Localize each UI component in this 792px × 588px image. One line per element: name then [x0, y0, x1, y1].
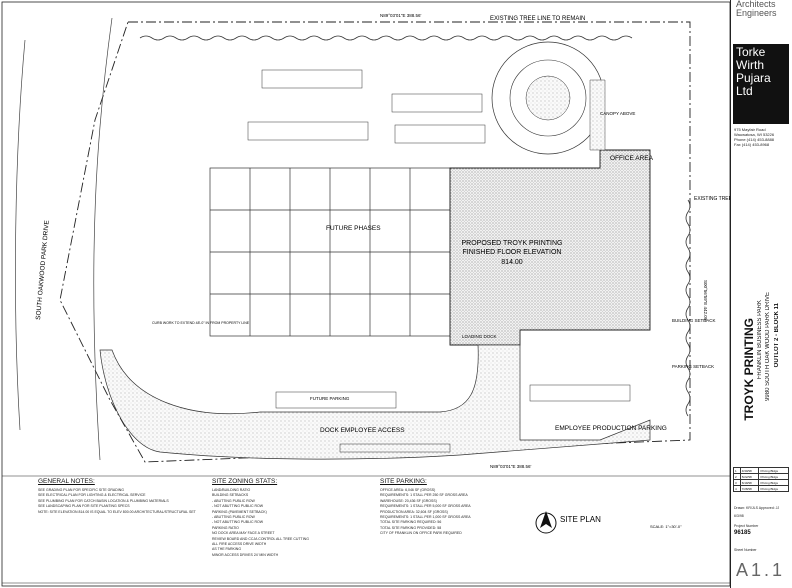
- future-phases-footprint: [209, 167, 451, 337]
- road-edge-west: [15, 39, 26, 431]
- general-notes-title: GENERAL NOTES:: [38, 478, 95, 485]
- list-item: REQUIREMENTS: 1 STALL PER 250 SF GROSS A…: [380, 493, 468, 498]
- address-line-1: 975 Mayfair Road: [734, 127, 766, 132]
- project-line-2: FRANKLIN BUSINESS PARK: [757, 300, 763, 380]
- label-office-area: OFFICE AREA: [610, 155, 654, 162]
- list-item: ALL FIRE ACCESS DRIVE WIDTH: [212, 542, 267, 547]
- list-item: BUILDING SETBACKS: [212, 493, 249, 498]
- firm-logo: Torke Wirth Pujara Ltd: [733, 44, 789, 124]
- list-item: LAND/BUILDING RATIO: [212, 488, 251, 492]
- project-line-4: OUTLOT 2 - BLOCK 11: [774, 303, 780, 368]
- list-item: - ABUTTING PUBLIC ROW: [212, 498, 255, 503]
- list-item: WAREHOUSE: 20,436 SF (GROSS): [380, 498, 437, 503]
- label-canopy-above: CANOPY ABOVE: [600, 111, 635, 116]
- label-dock-access: DOCK EMPLOYEE ACCESS: [320, 427, 405, 434]
- label-road-name: SOUTH OAKWOOD PARK DRIVE: [35, 219, 51, 320]
- firm-header: Architects Engineers: [736, 0, 792, 18]
- label-bearing-top: N89°03'01"E 388.56': [380, 13, 422, 18]
- list-item: REQUIREMENTS: 1 STALL PER 1,000 SF GROSS…: [380, 515, 471, 520]
- proposed-building: [449, 149, 651, 346]
- list-item: - NOT ABUTTING PUBLIC ROW: [212, 504, 264, 509]
- list-item: AS THE PARKING: [212, 547, 242, 552]
- list-item: REQUIREMENTS: 1 STALL PER 5,000 SF GROSS…: [380, 504, 471, 509]
- label-bearing-bottom: N89°03'01"E 388.56': [490, 464, 532, 469]
- list-item: MINOR ACCESS DRIVES 24' MIN WIDTH: [212, 552, 279, 557]
- label-proposed-building-1: PROPOSED TROYK PRINTING: [462, 240, 563, 247]
- canopy-island-inner: [525, 75, 571, 121]
- label-proposed-building-2: FINISHED FLOOR ELEVATION: [463, 249, 562, 256]
- sheet-number: A1.1: [736, 560, 786, 580]
- label-floor-elevation: 814.00: [501, 259, 523, 266]
- label-sidewalk-note: CURB WORK TO EXTEND 48'-0" IN FROM PROPE…: [152, 321, 250, 325]
- firm-header-line1: Architects: [736, 0, 776, 9]
- label-employee-parking: EMPLOYEE PRODUCTION PARKING: [555, 425, 667, 432]
- label-building-setback: BUILDING SETBACK: [672, 318, 716, 323]
- drawing-date: 6/3/98: [734, 514, 744, 518]
- site-zoning-title: SITE ZONING STATS:: [212, 478, 278, 485]
- sheet-number-label: Sheet Number: [734, 548, 757, 552]
- canopy-island: [509, 59, 587, 137]
- parking-rows-south: [275, 384, 631, 453]
- list-item: PARKING (PAVEMENT SETBACK): [212, 509, 267, 514]
- label-scale: SCALE: 1"=30'-0": [650, 524, 682, 529]
- drawn-by: Drawn: KR/JLS Approved: JJ: [734, 506, 780, 510]
- label-parking-setback: PARKING SETBACK: [672, 364, 714, 369]
- rev-date: 7/28/98: [739, 485, 760, 492]
- tree-line-top: [139, 35, 633, 41]
- list-item: PRODUCTION AREA: 32,604 SF (GROSS): [380, 509, 448, 514]
- project-number-label: Project Number: [734, 524, 759, 528]
- dock-access-drive: [99, 344, 651, 460]
- label-existing-tree-line-top: EXISTING TREE LINE TO REMAIN: [490, 16, 585, 22]
- general-notes-list: SEE GRADING PLAN FOR SPECIFIC SITE GRADI…: [38, 488, 198, 515]
- address-line-3: Phone (414) 453-8888: [734, 137, 775, 142]
- list-item: - ABUTTING PUBLIC ROW: [212, 515, 255, 520]
- north-arrow: [535, 511, 557, 534]
- site-parking-list: OFFICE AREA: 6,046 SF (GROSS) REQUIREMEN…: [380, 488, 520, 537]
- address-line-4: Fax (414) 453-8968: [734, 142, 770, 147]
- list-item: SEE LANDSCAPING PLAN FOR SITE PLANTING S…: [38, 504, 130, 509]
- list-item: - NOT ABUTTING PUBLIC ROW: [212, 520, 264, 525]
- project-number: 96185: [734, 530, 751, 536]
- list-item: NO DOCK AREA MAY FACE A STREET: [212, 531, 275, 536]
- project-title: TROYK PRINTING: [742, 318, 756, 421]
- tree-line-right: [685, 199, 691, 417]
- list-item: PARKING RATIO: [212, 525, 239, 530]
- site-parking-title: SITE PARKING:: [380, 478, 427, 485]
- label-future-parking: FUTURE PARKING: [310, 396, 350, 401]
- label-bearing-right: S00°56'59"E 442.09': [703, 280, 708, 321]
- label-future-phases: FUTURE PHASES: [326, 225, 381, 232]
- label-site-plan: SITE PLAN: [560, 515, 601, 524]
- logo-line-3: Pujara: [736, 71, 771, 85]
- list-item: CITY OF FRANKLIN ON OFFICE PARK REQUIRED: [380, 531, 462, 536]
- logo-line-4: Ltd: [736, 84, 753, 98]
- label-loading-dock: LOADING DOCK: [462, 334, 497, 339]
- parking-rows-north: [247, 69, 486, 144]
- property-line: [59, 21, 691, 463]
- logo-line-1: Torke: [736, 45, 766, 59]
- project-line-3: 9980 SOUTH OAK WOOD PARK DRIVE: [765, 292, 771, 401]
- rev-desc: Pricing Bldgs: [758, 485, 789, 492]
- site-zoning-list: LAND/BUILDING RATIO BUILDING SETBACKS - …: [212, 488, 362, 558]
- list-item: OFFICE AREA: 6,046 SF (GROSS): [380, 488, 436, 492]
- list-item: NOTE: SITE ELEVATION 814.00 IS EQUAL TO …: [38, 509, 196, 514]
- list-item: SEE ELECTRICAL PLAN FOR LIGHTING & ELECT…: [38, 493, 146, 498]
- list-item: SEE PLUMBING PLAN FOR CATCH BASIN LOCATI…: [38, 498, 169, 503]
- rev-no: 4: [733, 485, 741, 492]
- list-item: SEE GRADING PLAN FOR SPECIFIC SITE GRADI…: [38, 488, 124, 492]
- road-edge-east: [93, 17, 113, 461]
- logo-line-2: Wirth: [736, 58, 764, 72]
- address-line-2: Wauwatosa, WI 53226: [734, 132, 775, 137]
- firm-address: 975 Mayfair Road Wauwatosa, WI 53226 Pho…: [734, 127, 790, 147]
- list-item: REVIEW BOARD AND CCJA CONTROL ALL TREE C…: [212, 536, 309, 541]
- list-item: TOTAL SITE PARKING REQUIRED: 56: [380, 520, 442, 525]
- list-item: TOTAL SITE PARKING PROVIDED: 58: [380, 525, 442, 530]
- office-walkway: [589, 79, 606, 151]
- firm-header-line2: Engineers: [736, 8, 777, 18]
